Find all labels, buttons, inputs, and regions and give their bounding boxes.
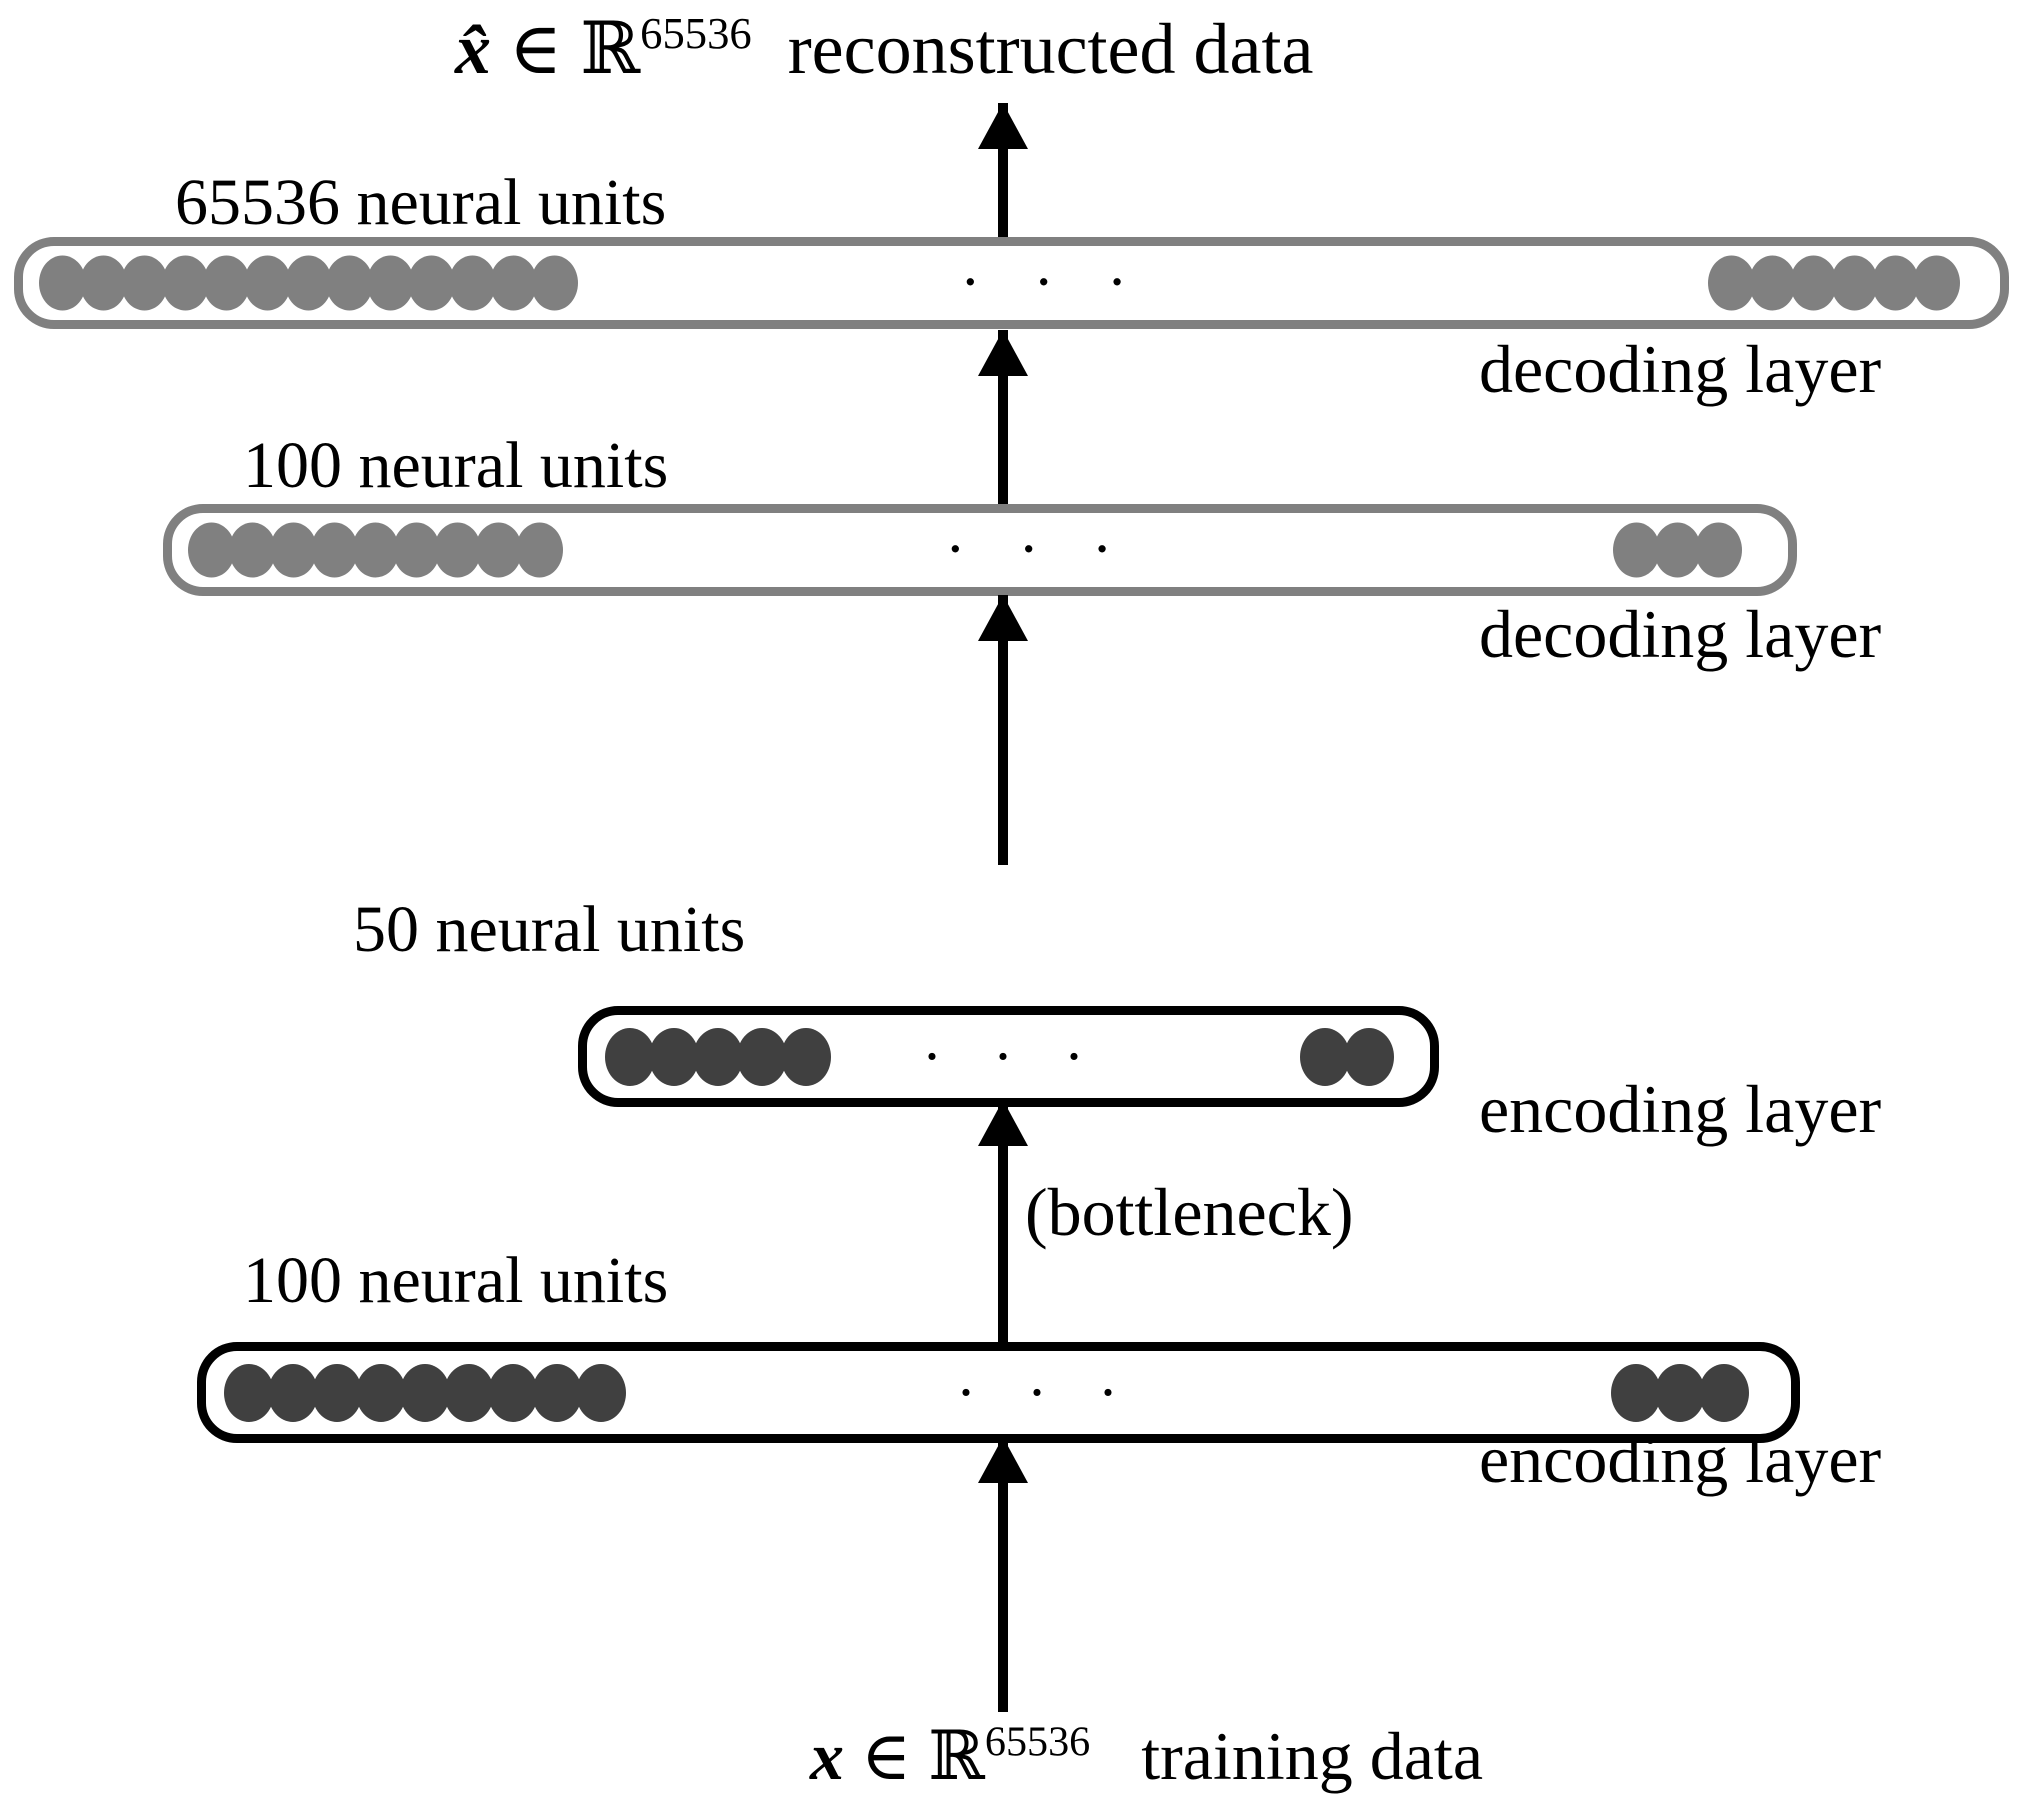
neural-unit — [393, 522, 440, 578]
reals-exponent: 65536 — [984, 1718, 1091, 1766]
neural-unit — [449, 255, 496, 311]
units-group-left — [39, 255, 578, 311]
neural-unit — [1611, 1363, 1661, 1422]
layer-box-encoding-50[interactable]: · · · — [578, 1006, 1439, 1107]
neural-unit — [1708, 255, 1755, 311]
ellipsis: · · · — [960, 248, 1146, 317]
neural-unit — [312, 1363, 362, 1422]
neural-unit — [224, 1363, 274, 1422]
neural-unit — [516, 522, 563, 578]
units-group-right — [1613, 522, 1742, 578]
reconstructed-data-text: reconstructed data — [787, 9, 1314, 89]
neural-unit — [649, 1027, 699, 1086]
neural-unit — [1699, 1363, 1749, 1422]
units-group-right — [1611, 1363, 1749, 1422]
neural-unit — [444, 1363, 494, 1422]
neural-unit — [121, 255, 168, 311]
neural-unit — [1749, 255, 1796, 311]
neural-unit — [532, 1363, 582, 1422]
element-of-symbol: ∈ — [509, 9, 563, 89]
arrow-shaft — [998, 330, 1008, 580]
neural-unit — [400, 1363, 450, 1422]
neural-unit — [367, 255, 414, 311]
neural-unit — [1695, 522, 1742, 578]
neural-unit — [490, 255, 537, 311]
neural-unit — [244, 255, 291, 311]
reals-exponent: 65536 — [640, 8, 752, 58]
neural-unit — [1344, 1027, 1394, 1086]
layer-encoding50-type-label: encoding layer — [1479, 1071, 1882, 1147]
ellipsis: · · · — [922, 1023, 1102, 1089]
layer-decoding100-count-label: 100 neural units — [243, 429, 669, 502]
layer-box-decoding-100[interactable]: · · · — [163, 504, 1797, 596]
units-group-left — [224, 1363, 626, 1422]
units-group-left — [605, 1027, 831, 1086]
layer-encoding50-count-label: 50 neural units — [353, 893, 746, 966]
units-group-right — [1300, 1027, 1394, 1086]
neural-unit — [356, 1363, 406, 1422]
neural-unit — [1300, 1027, 1350, 1086]
neural-unit — [781, 1027, 831, 1086]
reconstructed-data-label: x̂ ∈ ℝ65536 reconstructed data — [455, 11, 1313, 85]
neural-unit — [605, 1027, 655, 1086]
arrow-shaft — [998, 1100, 1008, 1366]
neural-unit — [737, 1027, 787, 1086]
neural-unit — [1613, 522, 1660, 578]
reals-symbol: ℝ — [580, 6, 641, 90]
neural-unit — [268, 1363, 318, 1422]
neural-unit — [285, 255, 332, 311]
neural-unit — [475, 522, 522, 578]
neural-unit — [80, 255, 127, 311]
arrow-shaft — [998, 1437, 1008, 1712]
ellipsis: · · · — [945, 515, 1131, 584]
neural-unit — [229, 522, 276, 578]
neural-unit — [1654, 522, 1701, 578]
layer-encoding100-count-label: 100 neural units — [243, 1244, 669, 1317]
neural-unit — [531, 255, 578, 311]
x-symbol: x — [810, 1718, 844, 1794]
neural-unit — [1872, 255, 1919, 311]
layer-encoding100-type-label: encoding layer — [1479, 1421, 1882, 1497]
neural-unit — [1790, 255, 1837, 311]
neural-unit — [488, 1363, 538, 1422]
neural-unit — [203, 255, 250, 311]
neural-unit — [352, 522, 399, 578]
layer-65536-type-label: decoding layer — [1479, 331, 1882, 407]
neural-unit — [326, 255, 373, 311]
bottleneck-label: (bottleneck) — [1025, 1174, 1354, 1250]
neural-unit — [1655, 1363, 1705, 1422]
neural-unit — [1913, 255, 1960, 311]
training-data-text: training data — [1141, 1718, 1484, 1794]
neural-unit — [408, 255, 455, 311]
units-group-right — [1708, 255, 1960, 311]
neural-unit — [270, 522, 317, 578]
element-of-symbol: ∈ — [861, 1718, 912, 1794]
units-group-left — [188, 522, 563, 578]
neural-unit — [311, 522, 358, 578]
neural-unit — [39, 255, 86, 311]
reals-symbol: ℝ — [928, 1717, 985, 1796]
neural-unit — [576, 1363, 626, 1422]
layer-65536-count-label: 65536 neural units — [175, 166, 667, 239]
neural-unit — [1831, 255, 1878, 311]
layer-box-encoding-100[interactable]: · · · — [197, 1342, 1800, 1443]
layer-decoding100-type-label: decoding layer — [1479, 596, 1882, 672]
neural-unit — [693, 1027, 743, 1086]
neural-unit — [434, 522, 481, 578]
neural-unit — [162, 255, 209, 311]
arrow-shaft — [998, 595, 1008, 865]
x-hat-symbol: x̂ — [455, 9, 491, 89]
ellipsis: · · · — [956, 1359, 1136, 1425]
training-data-label: x ∈ ℝ65536 training data — [810, 1721, 1483, 1791]
neural-unit — [188, 522, 235, 578]
layer-box-decoding-65536[interactable]: · · · — [14, 237, 2009, 329]
arrow-shaft — [998, 103, 1008, 238]
